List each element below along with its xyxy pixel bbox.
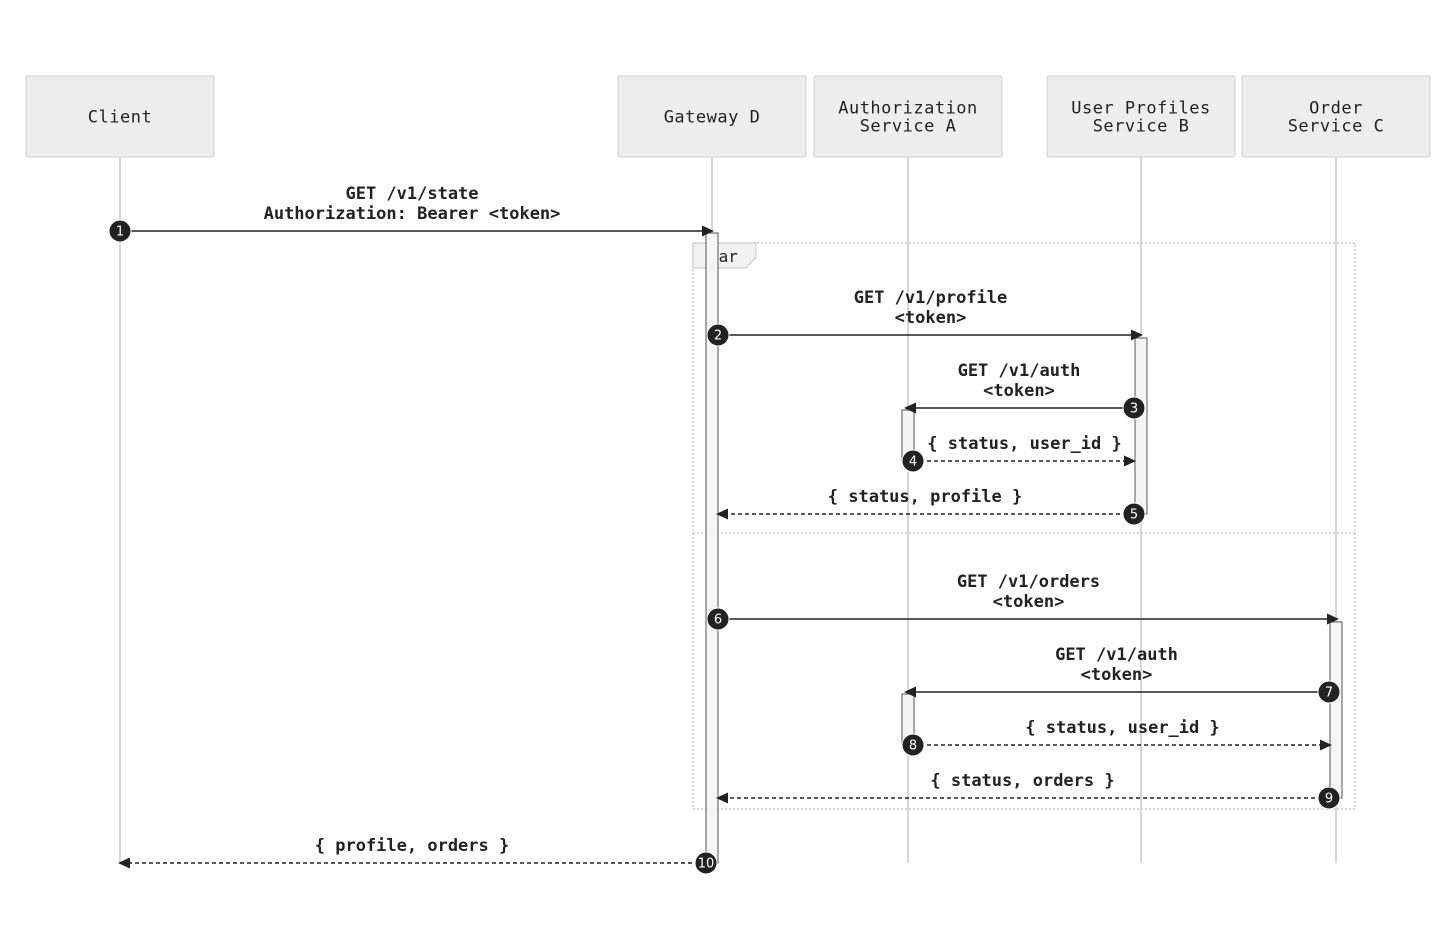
message-label: { status, profile } [828, 487, 1022, 507]
step-number: 6 [714, 613, 722, 628]
step-number: 10 [698, 857, 715, 872]
message-label: GET /v1/state [345, 184, 478, 204]
message-5: { status, profile } 5 [716, 487, 1146, 526]
message-4: { status, user_id } 4 [901, 434, 1136, 473]
message-label: <token> [983, 381, 1055, 401]
arrowhead [716, 508, 728, 520]
message-6: GET /v1/orders<token> 6 [706, 572, 1339, 631]
message-label: { status, orders } [930, 771, 1114, 791]
participant-box [813, 75, 1003, 158]
step-marker [706, 323, 730, 347]
message-label: { status, user_id } [927, 434, 1121, 454]
participant-client: Client [25, 75, 215, 158]
participant-label: Order [1309, 99, 1363, 119]
step-marker [901, 449, 925, 473]
arrowhead [118, 857, 130, 869]
arrowhead [716, 792, 728, 804]
message-label: GET /v1/auth [1055, 645, 1178, 665]
step-number: 8 [909, 739, 917, 754]
step-number: 1 [116, 225, 124, 240]
step-marker [901, 733, 925, 757]
participant-label: Client [88, 108, 152, 128]
participant-label: Authorization [838, 99, 978, 119]
message-label: <token> [1081, 665, 1153, 685]
message-label: { profile, orders } [315, 836, 509, 856]
participant-box [1241, 75, 1431, 158]
step-number: 9 [1325, 792, 1333, 807]
activation-bar [1329, 621, 1343, 799]
arrowhead [904, 402, 916, 414]
participant-label: Service A [860, 117, 957, 137]
arrowhead [1320, 739, 1332, 751]
participant-box [617, 75, 807, 158]
step-marker [706, 607, 730, 631]
activation-bars [705, 232, 1343, 864]
step-marker [1122, 396, 1146, 420]
step-number: 7 [1325, 686, 1333, 701]
message-label: Authorization: Bearer <token> [264, 204, 561, 224]
arrowhead [1124, 455, 1136, 467]
par-frame: par [692, 242, 1356, 810]
message-label: GET /v1/auth [958, 361, 1081, 381]
message-9: { status, orders } 9 [716, 771, 1341, 810]
message-2: GET /v1/profile<token> 2 [706, 288, 1143, 347]
step-number: 3 [1130, 402, 1138, 417]
participant-label: Service C [1288, 117, 1385, 137]
step-number: 4 [909, 455, 917, 470]
participant-label: Gateway D [664, 108, 761, 128]
par-frame-border [692, 242, 1356, 810]
step-marker [1122, 502, 1146, 526]
message-7: GET /v1/auth<token> 7 [904, 645, 1341, 704]
participant-label: Service B [1093, 117, 1190, 137]
step-number: 5 [1130, 508, 1138, 523]
arrowhead [702, 225, 714, 237]
activation-bar [1134, 337, 1148, 515]
message-10: { profile, orders } 10 [118, 836, 718, 875]
message-8: { status, user_id } 8 [901, 718, 1332, 757]
step-marker [1317, 786, 1341, 810]
message-label: { status, user_id } [1025, 718, 1219, 738]
step-marker [1317, 680, 1341, 704]
step-marker [694, 851, 718, 875]
message-label: <token> [895, 308, 967, 328]
message-label: GET /v1/profile [854, 288, 1008, 308]
message-label: GET /v1/orders [957, 572, 1100, 592]
participant-gateway: Gateway D [617, 75, 807, 158]
step-marker [108, 219, 132, 243]
arrowhead [904, 686, 916, 698]
participant-box [1046, 75, 1236, 158]
step-number: 2 [714, 329, 722, 344]
message-3: GET /v1/auth<token> 3 [904, 361, 1146, 420]
participant-label: User Profiles [1071, 99, 1211, 119]
arrowhead [1327, 613, 1339, 625]
arrowhead [1131, 329, 1143, 341]
participant-box [25, 75, 215, 158]
message-label: <token> [993, 592, 1065, 612]
